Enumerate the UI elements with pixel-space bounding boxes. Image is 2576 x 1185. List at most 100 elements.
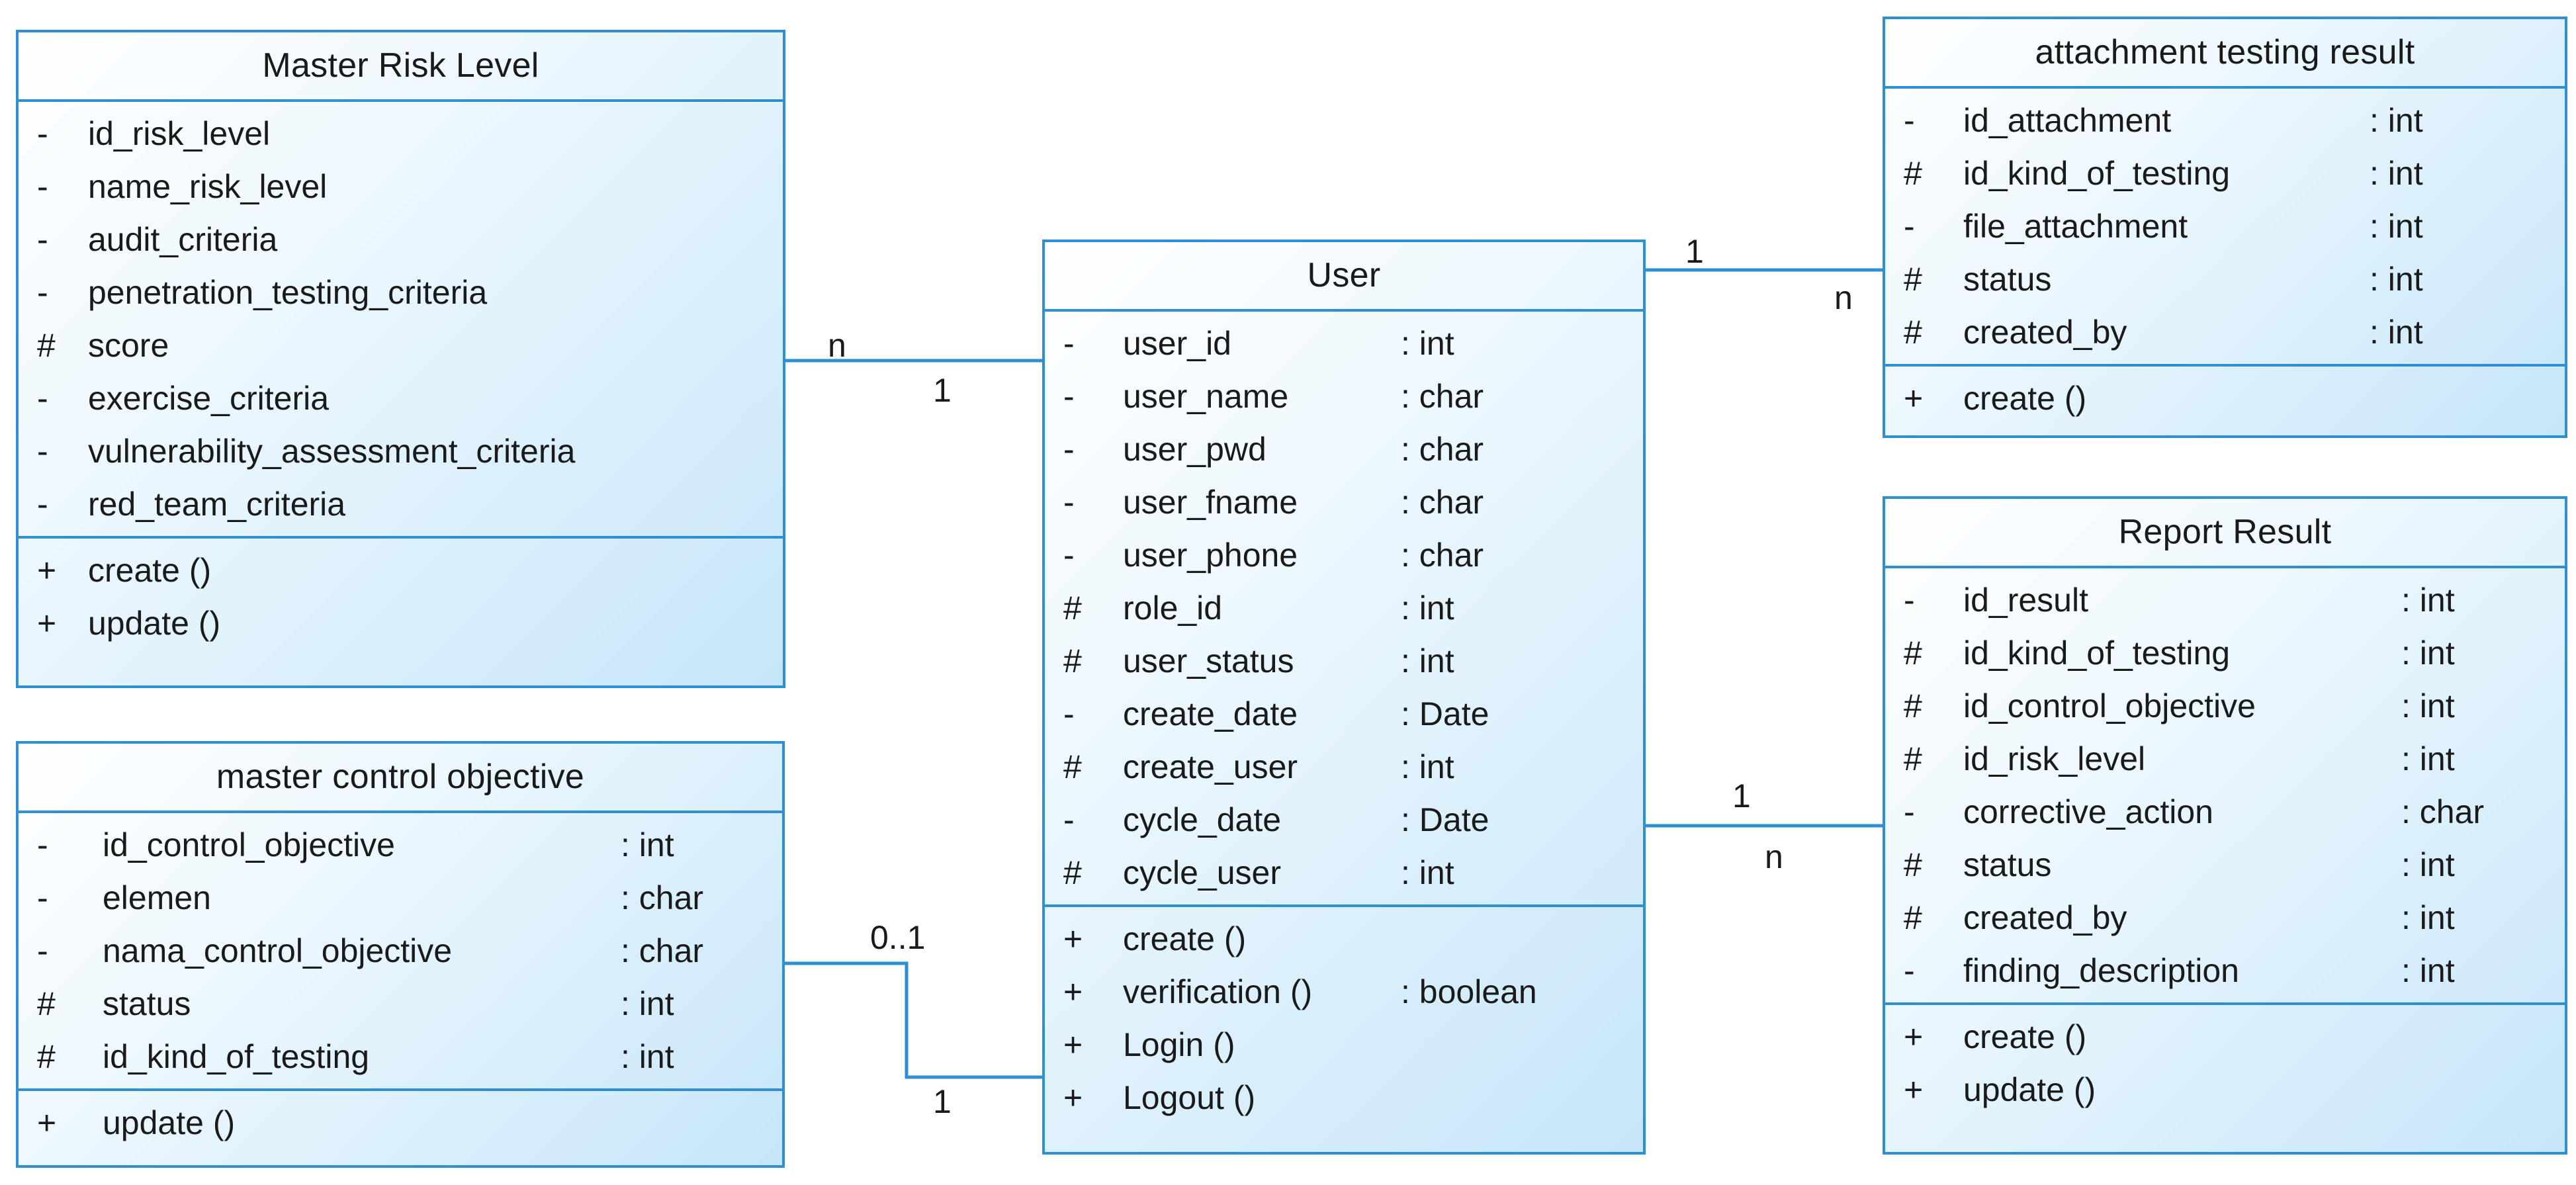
attribute-name: user_status [1123,642,1294,680]
attribute-row: #id_kind_of_testing: int [1885,147,2565,200]
attributes-section: -id_attachment: int#id_kind_of_testing: … [1885,89,2565,367]
attribute-row: -id_attachment: int [1885,94,2565,147]
attribute-name: id_result [1963,582,2088,619]
attribute-row: #cycle_user: int [1045,846,1643,899]
operation-row: + create () [1045,912,1643,965]
operations-section: +create ()+update () [19,539,783,655]
class-report-result: Report Result -id_result: int#id_kind_of… [1883,496,2567,1155]
visibility-marker: - [37,274,48,311]
attribute-row: - cycle_date : Date [1045,793,1643,846]
visibility-marker: # [1904,740,1922,777]
attributes-section: -id_control_objective: int-elemen: char-… [19,813,782,1091]
attribute-type: : int [1401,642,1454,680]
visibility-marker: - [1063,484,1075,521]
attribute-row: -create_date: Date [1045,687,1643,740]
attributes-section: -id_risk_level-name_risk_level-audit_cri… [19,102,783,539]
attribute-name: red_team_criteria [88,486,346,523]
attribute-name: user_id [1123,325,1231,362]
visibility-marker: # [1904,846,1922,883]
attribute-name: id_kind_of_testing [103,1038,370,1075]
attribute-row: -elemen: char [19,871,782,924]
attribute-name: nama_control_objective [103,932,453,969]
multiplicity-report-end: n [1765,838,1783,875]
operation-name: update () [103,1104,236,1141]
attribute-type: : int [2370,155,2423,192]
attribute-name: created_by [1963,899,2127,936]
attribute-row: -id_control_objective: int [19,818,782,871]
attribute-name: status [103,985,191,1022]
attribute-type: : int [2401,635,2455,672]
attribute-name: id_risk_level [1963,740,2146,777]
attribute-name: create_date [1123,695,1298,732]
attribute-type: : int [2401,687,2455,724]
visibility-marker: - [1904,793,1915,830]
operation-row: +update () [19,597,783,650]
attribute-type: : char [1401,537,1484,574]
visibility-marker: - [1063,801,1075,838]
attribute-type: : Date [1401,801,1489,838]
operation-row: +update () [1885,1063,2565,1116]
multiplicity-user-end-report: 1 [1732,777,1751,814]
visibility-marker: - [37,826,48,863]
attribute-row: -id_risk_level [19,107,783,160]
visibility-marker: - [37,433,48,470]
visibility-marker: # [1063,748,1082,785]
attribute-row: -penetration_testing_criteria [19,266,783,319]
visibility-marker: - [1063,695,1075,732]
visibility-marker: + [1904,380,1924,417]
visibility-marker: # [37,327,56,364]
operation-name: create () [1963,380,2087,417]
attribute-row: -finding_description: int [1885,944,2565,997]
attribute-type: : char [2401,793,2485,830]
visibility-marker: # [1063,590,1082,627]
visibility-marker: - [1063,325,1075,362]
attribute-name: name_risk_level [88,168,328,205]
multiplicity-attachment-end: n [1834,279,1853,316]
visibility-marker: + [37,605,57,642]
class-master-control-objective: master control objective -id_control_obj… [16,741,785,1168]
attribute-row: # id_kind_of_testing : int [1885,627,2565,680]
visibility-marker: - [37,879,48,916]
operation-name: Logout () [1123,1079,1256,1116]
attribute-type: : char [621,879,704,916]
multiplicity-risk-end: n [828,327,846,364]
visibility-marker: - [1063,378,1075,415]
visibility-marker: + [1063,973,1083,1010]
attribute-row: -id_result: int [1885,574,2565,627]
attribute-name: exercise_criteria [88,380,330,417]
attribute-type: : int [2370,102,2423,139]
attribute-type: : int [1401,590,1454,627]
attribute-row: - red_team_criteria [19,478,783,531]
attribute-name: id_attachment [1963,102,2172,139]
attribute-name: cycle_date [1123,801,1282,838]
attribute-row: -name_risk_level [19,160,783,213]
operation-name: Login () [1123,1026,1235,1063]
visibility-marker: + [37,1104,57,1141]
attribute-name: id_kind_of_testing [1963,635,2231,672]
visibility-marker: - [37,486,48,523]
attribute-type: : int [2401,846,2455,883]
operation-name: create () [1123,920,1247,957]
visibility-marker: + [1063,1079,1083,1116]
visibility-marker: # [1904,635,1922,672]
class-title: Master Risk Level [19,32,783,102]
attributes-section: -user_id: int-user_name: char-user_pwd: … [1045,312,1643,907]
attribute-name: cycle_user [1123,854,1281,891]
operation-row: +create () [1885,1010,2565,1063]
visibility-marker: + [1063,920,1083,957]
visibility-marker: # [1904,155,1922,192]
attribute-type: : int [2370,314,2423,351]
attribute-name: id_control_objective [103,826,395,863]
multiplicity-user-end-objective: 1 [933,1083,952,1120]
attribute-type: : int [2401,740,2455,777]
visibility-marker: # [1063,642,1082,680]
attribute-type: : char [621,932,704,969]
operation-row: + create () [1885,372,2565,425]
visibility-marker: # [37,1038,56,1075]
attribute-name: created_by [1963,314,2127,351]
visibility-marker: # [1063,854,1082,891]
operation-row: +create () [19,544,783,597]
visibility-marker: # [1904,687,1922,724]
attribute-row: #created_by: int [1885,306,2565,359]
